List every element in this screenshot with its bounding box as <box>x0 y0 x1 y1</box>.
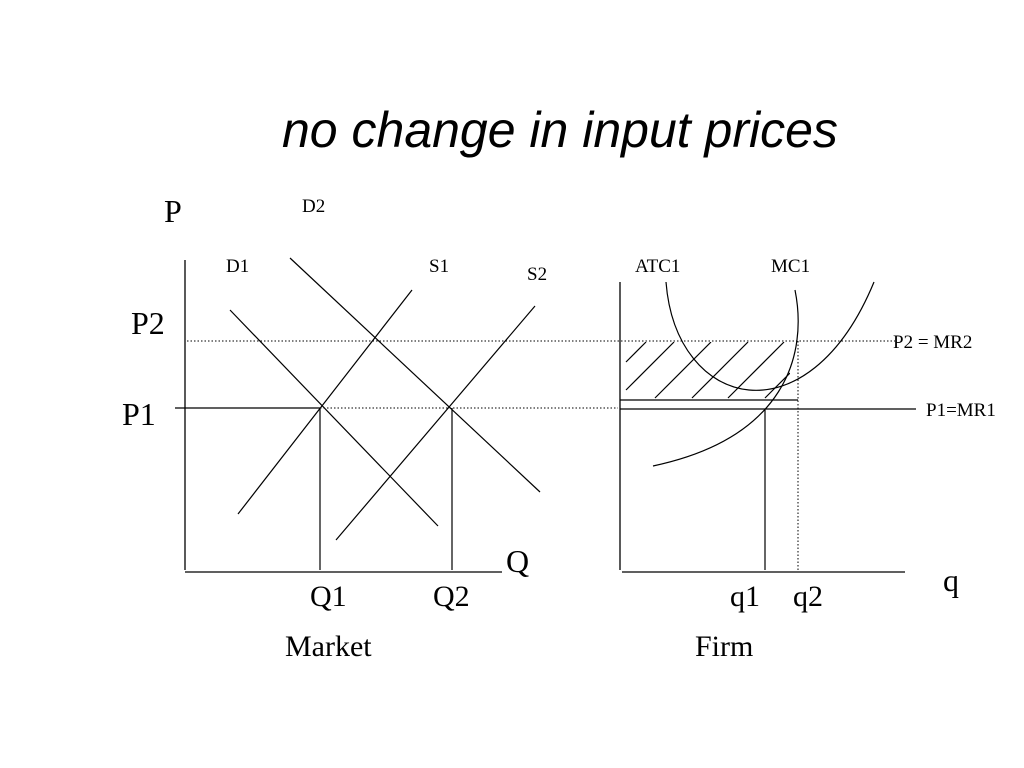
curve-label-atc1: ATC1 <box>635 256 680 277</box>
curve-label-d2: D2 <box>302 196 325 217</box>
price-line-label-p1-mr1: P1=MR1 <box>926 400 996 421</box>
firm-panel: ATC1 MC1 P2 = MR2 P1=MR1 q q1 q2 Firm <box>619 256 996 663</box>
market-quantity-axis-label: Q <box>506 543 529 579</box>
price-line-label-p2-mr2: P2 = MR2 <box>893 332 972 353</box>
firm-quantity-label-q2: q2 <box>793 580 823 613</box>
quantity-label-q1: Q1 <box>310 580 347 613</box>
firm-quantity-label-q1: q1 <box>730 580 760 613</box>
curve-label-s1: S1 <box>429 256 449 277</box>
atc1-curve <box>665 281 875 391</box>
market-price-axis-label: P <box>164 193 182 229</box>
market-panel: P P2 P1 D2 D1 S1 S2 Q Q1 Q2 Market <box>122 193 895 663</box>
slide-title: no change in input prices <box>282 102 838 158</box>
firm-quantity-axis-label: q <box>943 562 959 598</box>
firm-caption: Firm <box>695 630 753 663</box>
price-label-p1: P1 <box>122 396 156 432</box>
demand-curve-d2 <box>289 257 541 493</box>
mc1-curve <box>652 289 799 467</box>
supply-curve-s1 <box>237 289 413 515</box>
curve-label-d1: D1 <box>226 256 249 277</box>
price-label-p2: P2 <box>131 305 165 341</box>
curve-label-mc1: MC1 <box>771 256 810 277</box>
supply-curve-s2 <box>335 305 536 541</box>
demand-curve-d1 <box>229 309 439 527</box>
curve-label-s2: S2 <box>527 264 547 285</box>
market-caption: Market <box>285 630 372 663</box>
quantity-label-q2: Q2 <box>433 580 470 613</box>
